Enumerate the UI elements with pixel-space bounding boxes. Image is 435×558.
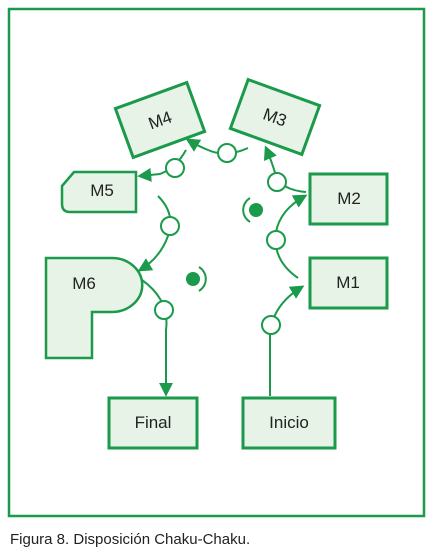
station-m1: M1 xyxy=(308,256,389,310)
flow-m6-to-final xyxy=(141,279,173,397)
operator-icon-left xyxy=(186,266,207,292)
flow-m5-to-m6 xyxy=(137,195,172,272)
station-m2: M2 xyxy=(308,172,389,226)
station-m1-label: M1 xyxy=(336,273,360,292)
flow-inicio-to-m1 xyxy=(269,285,305,396)
station-m6: M6 xyxy=(44,256,144,360)
station-m2-label: M2 xyxy=(337,189,361,208)
station-m5-label: M5 xyxy=(90,181,114,200)
chaku-chaku-diagram: M4 M3 M5 M6 M2 M1 Final Inicio xyxy=(7,7,426,518)
station-m5: M5 xyxy=(60,170,138,214)
outer-border xyxy=(7,7,426,518)
buffer-circle xyxy=(267,172,287,192)
buffer-circle xyxy=(261,315,281,335)
station-final: Final xyxy=(107,396,199,450)
buffer-circle xyxy=(160,216,180,236)
buffer-circle xyxy=(266,230,286,250)
operator-icon-right xyxy=(242,197,263,223)
station-m6-label: M6 xyxy=(72,274,96,293)
station-inicio: Inicio xyxy=(241,396,337,450)
buffer-circle xyxy=(165,158,185,178)
figure-caption: Figura 8. Disposición Chaku-Chaku. xyxy=(10,531,251,548)
buffer-circle xyxy=(217,143,237,163)
station-final-label: Final xyxy=(135,413,172,432)
station-m4: M4 xyxy=(113,80,207,160)
buffer-circle xyxy=(154,300,174,320)
station-m3: M3 xyxy=(228,77,322,157)
station-inicio-label: Inicio xyxy=(269,413,309,432)
